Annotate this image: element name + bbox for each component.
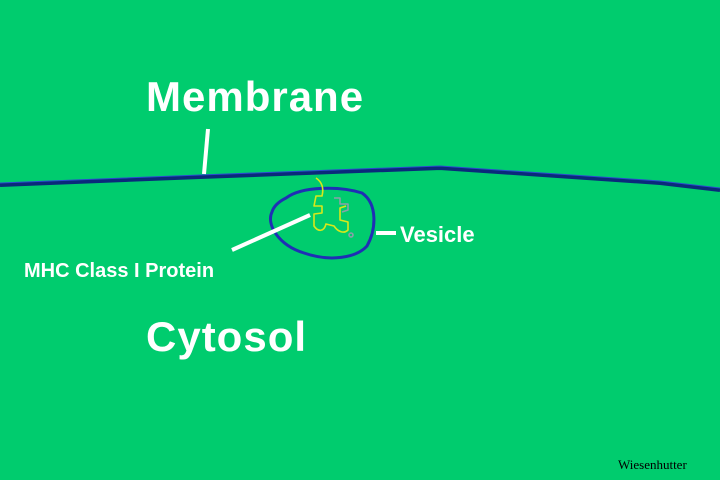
mhc-class-i-protein-label: MHC Class I Protein	[24, 260, 215, 282]
membrane-pointer-line	[202, 128, 210, 175]
mhc-protein-icon	[313, 177, 354, 238]
membrane-label: Membrane	[146, 73, 365, 120]
cytosol-label: Cytosol	[146, 313, 308, 360]
protein-strand-gray	[334, 197, 349, 213]
vesicle-label: Vesicle	[400, 222, 475, 247]
vesicle-outline	[269, 186, 376, 260]
peptide-dot	[348, 232, 354, 238]
membrane-line	[0, 165, 720, 192]
author-credit: Wiesenhutter	[618, 457, 687, 472]
mhc-pointer-line	[231, 213, 311, 252]
protein-strand-yellow	[313, 177, 349, 233]
